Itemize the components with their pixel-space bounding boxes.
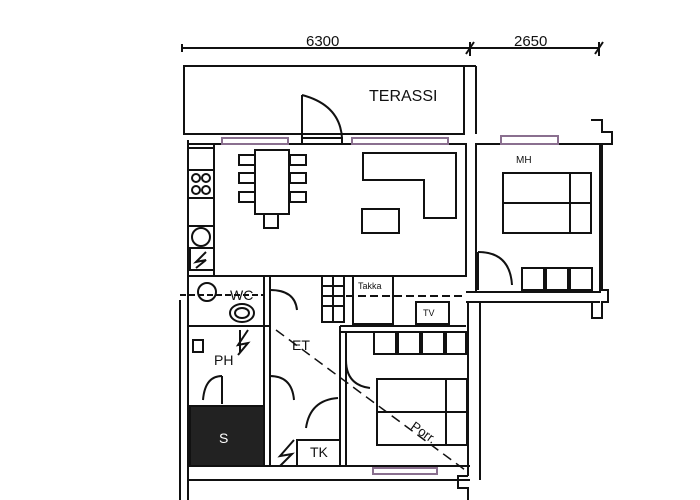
dimension-left: 6300 xyxy=(306,33,340,50)
room-label-bathroom: PH xyxy=(214,352,234,368)
room-label-fireplace: Takka xyxy=(358,281,382,291)
room-label-sauna: S xyxy=(219,430,229,446)
room-label-master-bedroom: MH xyxy=(516,155,532,166)
room-label-terrace: TERASSI xyxy=(369,88,438,105)
room-label-tv: TV xyxy=(423,308,435,318)
room-label-wc: WC xyxy=(230,287,254,303)
terrace-outline xyxy=(183,65,465,135)
room-label-entrance-hall: ET xyxy=(292,337,310,353)
room-label-closet: TK xyxy=(310,444,328,460)
dimension-right: 2650 xyxy=(514,33,548,50)
